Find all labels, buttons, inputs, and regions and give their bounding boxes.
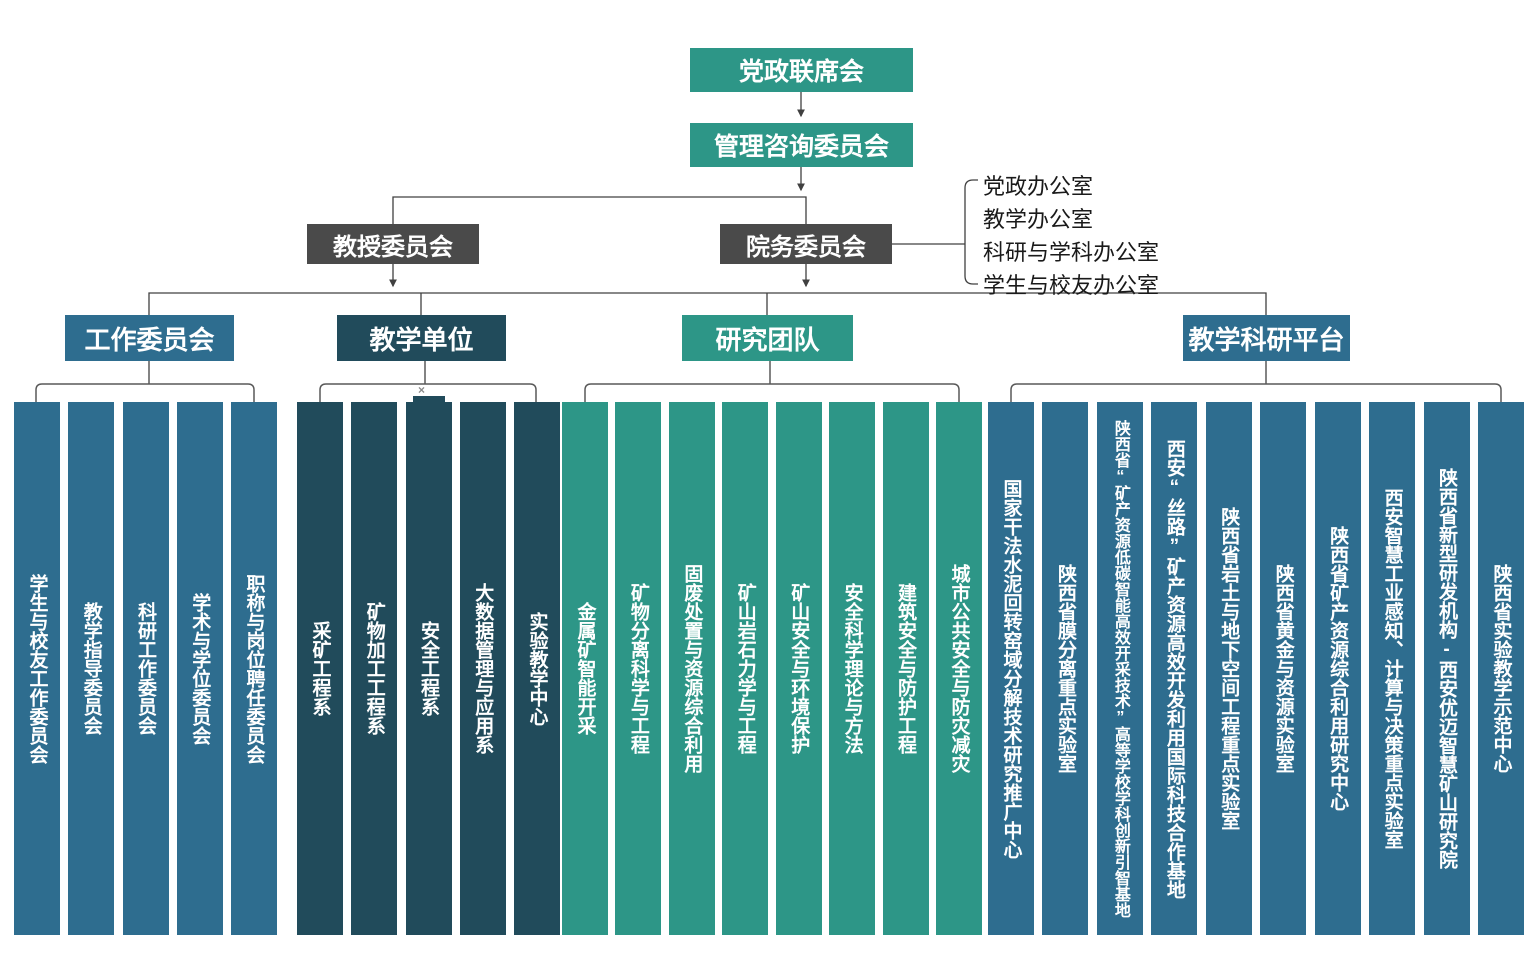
org-bar: 国家干法水泥回转窑域分解技术研究推广中心: [988, 402, 1034, 935]
office-item: 教学办公室: [983, 207, 1094, 232]
org-bar: 陕西省黄金与资源实验室: [1260, 402, 1307, 935]
org-bar: 矿山岩石力学与工程: [722, 402, 769, 935]
node-party-joint-conference: 党政联席会: [690, 48, 913, 92]
org-bar: 学生与校友工作委员会: [14, 402, 60, 935]
org-bar: 安全工程系: [405, 396, 452, 935]
org-bar-label: 科研工作委员会: [135, 602, 156, 735]
org-bar: 建筑安全与防护工程: [882, 402, 929, 935]
group-header-teaching-research-platforms: 教学科研平台: [1183, 315, 1350, 361]
group-header-research-teams: 研究团队: [682, 315, 853, 361]
org-bar-label: 职称与岗位聘任委员会: [243, 573, 265, 764]
org-bar: 采矿工程系: [297, 402, 343, 935]
org-bar: 大数据管理与应用系: [459, 402, 506, 935]
org-bar-label: 建筑安全与防护工程: [895, 583, 917, 754]
org-bar: 矿物分离科学与工程: [615, 402, 662, 935]
org-bar-label: 采矿工程系: [309, 621, 331, 716]
org-bar-label: 国家干法水泥回转窑域分解技术研究推广中心: [1000, 478, 1022, 859]
office-item: 党政办公室: [983, 174, 1094, 199]
org-bar-label: 陕西省矿产资源综合利用研究中心: [1327, 526, 1349, 811]
org-bar: 陕西省“矿产资源低碳智能高效开采技术”高等学校学科创新引智基地: [1096, 402, 1143, 935]
office-item: 学生与校友办公室: [983, 273, 1160, 298]
broken-image-marker: ×: [418, 383, 426, 397]
org-bar: 城市公共安全与防灾减灾: [935, 402, 982, 935]
org-bar-label: 固废处置与资源综合利用: [681, 564, 703, 773]
org-bar-label: 教学指导委员会: [80, 602, 102, 735]
org-bar: 矿物加工工程系: [351, 402, 398, 935]
org-bar: 陕西省膜分离重点实验室: [1042, 402, 1089, 935]
org-bar-label: 城市公共安全与防灾减灾: [948, 564, 970, 773]
group-bars-teaching-units: 采矿工程系 矿物加工工程系 安全工程系 大数据管理与应用系 实验教学中心: [297, 396, 560, 935]
org-bar-label: 陕西省新型研发机构-西安优迈智慧矿山研究院: [1436, 468, 1457, 869]
org-bar-label: 陕西省岩土与地下空间工程重点实验室: [1218, 507, 1240, 830]
org-bar: 实验教学中心: [514, 402, 560, 935]
org-bar-label: 学生与校友工作委员会: [26, 573, 48, 764]
org-bar-label: 学术与学位委员会: [189, 592, 211, 745]
org-bar-label: 西安智慧工业感知、计算与决策重点实验室: [1381, 488, 1403, 849]
node-management-advisory-committee: 管理咨询委员会: [690, 123, 913, 167]
org-bar-label: 陕西省膜分离重点实验室: [1054, 564, 1076, 773]
org-bar: 学术与学位委员会: [176, 402, 223, 935]
org-bar: 西安“丝路”矿产资源高效开发利用国际科技合作基地: [1151, 402, 1198, 935]
group-header-teaching-units: 教学单位: [337, 315, 506, 361]
office-list: 党政办公室教学办公室科研与学科办公室学生与校友办公室: [983, 170, 1159, 302]
org-bar: 教学指导委员会: [68, 402, 115, 935]
node-college-council: 院务委员会: [720, 224, 892, 264]
org-bar: 陕西省岩土与地下空间工程重点实验室: [1205, 402, 1252, 935]
org-bar-label: 陕西省“矿产资源低碳智能高效开采技术”高等学校学科创新引智基地: [1111, 419, 1129, 918]
org-bar: 科研工作委员会: [122, 402, 169, 935]
group-bars-teaching-research-platforms: 国家干法水泥回转窑域分解技术研究推广中心 陕西省膜分离重点实验室 陕西省“矿产资源低…: [988, 402, 1524, 935]
org-bar-label: 矿山岩石力学与工程: [734, 583, 756, 754]
org-bar-label: 陕西省实验教学示范中心: [1490, 564, 1512, 773]
org-bar: 安全科学理论与方法: [829, 402, 876, 935]
org-bar: 西安智慧工业感知、计算与决策重点实验室: [1369, 402, 1416, 935]
org-bar-label: 矿山安全与环境保护: [788, 583, 810, 754]
org-bar: 固废处置与资源综合利用: [668, 402, 715, 935]
org-bar: 矿山安全与环境保护: [775, 402, 822, 935]
org-bar-label: 矿物分离科学与工程: [627, 583, 649, 754]
org-bar-label: 安全科学理论与方法: [841, 583, 863, 754]
group-bars-work-committees: 学生与校友工作委员会 教学指导委员会 科研工作委员会 学术与学位委员会 职称与岗位聘任委…: [14, 402, 277, 935]
org-bar-label: 大数据管理与应用系: [472, 583, 494, 754]
org-bar-label: 实验教学中心: [526, 611, 548, 726]
bar-top-notch: [412, 396, 445, 403]
org-bar: 陕西省新型研发机构-西安优迈智慧矿山研究院: [1423, 402, 1470, 935]
org-bar-label: 矿物加工工程系: [363, 602, 385, 735]
group-bars-research-teams: 金属矿智能开采 矿物分离科学与工程 固废处置与资源综合利用 矿山岩石力学与工程 矿山安全…: [562, 402, 982, 935]
org-bar-label: 安全工程系: [418, 621, 439, 716]
org-bar-label: 西安“丝路”矿产资源高效开发利用国际科技合作基地: [1163, 438, 1185, 899]
office-item: 科研与学科办公室: [983, 240, 1160, 265]
org-bar: 金属矿智能开采: [562, 402, 608, 935]
group-header-work-committees: 工作委员会: [65, 315, 234, 361]
org-bar-label: 陕西省黄金与资源实验室: [1272, 564, 1294, 773]
org-bar: 陕西省矿产资源综合利用研究中心: [1314, 402, 1361, 935]
org-bar: 陕西省实验教学示范中心: [1477, 402, 1524, 935]
org-bar: 职称与岗位聘任委员会: [231, 402, 277, 935]
node-professor-committee: 教授委员会: [307, 224, 479, 264]
org-bar-label: 金属矿智能开采: [574, 602, 596, 735]
